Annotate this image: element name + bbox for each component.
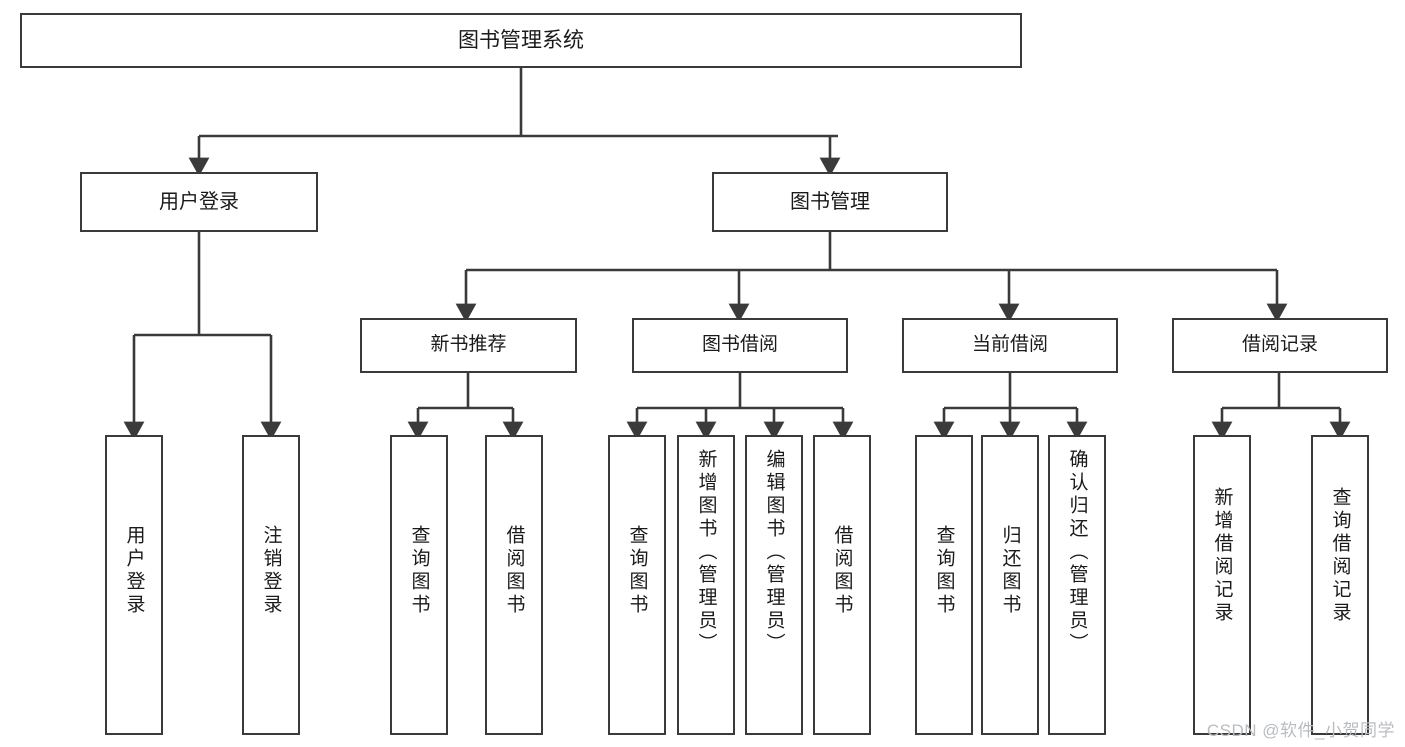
node-leaf-query-book-1-label: 查询图书	[408, 525, 430, 617]
node-leaf-confirm-return[interactable]: 确认归还（管理员）	[1048, 435, 1106, 735]
node-leaf-add-book[interactable]: 新增图书（管理员）	[677, 435, 735, 735]
node-leaf-query-book-2-label: 查询图书	[626, 525, 648, 617]
node-current-borrow-label: 当前借阅	[971, 334, 1048, 356]
node-book-management[interactable]: 图书管理	[712, 172, 948, 232]
node-book-borrow-label: 图书借阅	[701, 334, 778, 356]
node-root-label: 图书管理系统	[458, 28, 584, 52]
node-leaf-query-record-label: 查询借阅记录	[1329, 487, 1351, 625]
node-leaf-borrow-book-1-label: 借阅图书	[503, 525, 525, 617]
node-book-management-label: 图书管理	[790, 191, 870, 213]
node-leaf-add-record-label: 新增借阅记录	[1211, 487, 1233, 625]
node-leaf-return-book[interactable]: 归还图书	[981, 435, 1039, 735]
node-user-login[interactable]: 用户登录	[80, 172, 318, 232]
node-new-book-recommend-label: 新书推荐	[430, 334, 507, 356]
node-leaf-query-book-1[interactable]: 查询图书	[390, 435, 448, 735]
node-new-book-recommend[interactable]: 新书推荐	[360, 318, 577, 373]
node-leaf-borrow-book-2[interactable]: 借阅图书	[813, 435, 871, 735]
node-leaf-borrow-book-1[interactable]: 借阅图书	[485, 435, 543, 735]
node-leaf-edit-book-label: 编辑图书（管理员）	[763, 449, 785, 656]
node-leaf-query-book-3-label: 查询图书	[933, 525, 955, 617]
node-leaf-confirm-return-label: 确认归还（管理员）	[1066, 449, 1088, 656]
node-leaf-add-record[interactable]: 新增借阅记录	[1193, 435, 1251, 735]
node-leaf-user-login[interactable]: 用户登录	[105, 435, 163, 735]
node-leaf-logout-login[interactable]: 注销登录	[242, 435, 300, 735]
node-user-login-label: 用户登录	[159, 191, 239, 213]
node-borrow-record[interactable]: 借阅记录	[1172, 318, 1388, 373]
node-leaf-user-login-label: 用户登录	[123, 525, 145, 617]
node-leaf-edit-book[interactable]: 编辑图书（管理员）	[745, 435, 803, 735]
node-leaf-logout-login-label: 注销登录	[260, 525, 282, 617]
node-book-borrow[interactable]: 图书借阅	[632, 318, 848, 373]
node-leaf-query-book-3[interactable]: 查询图书	[915, 435, 973, 735]
node-leaf-query-book-2[interactable]: 查询图书	[608, 435, 666, 735]
node-leaf-borrow-book-2-label: 借阅图书	[831, 525, 853, 617]
node-borrow-record-label: 借阅记录	[1241, 334, 1318, 356]
node-leaf-query-record[interactable]: 查询借阅记录	[1311, 435, 1369, 735]
node-leaf-add-book-label: 新增图书（管理员）	[695, 449, 717, 656]
node-root-system[interactable]: 图书管理系统	[20, 13, 1022, 68]
node-leaf-return-book-label: 归还图书	[999, 525, 1021, 617]
node-current-borrow[interactable]: 当前借阅	[902, 318, 1118, 373]
